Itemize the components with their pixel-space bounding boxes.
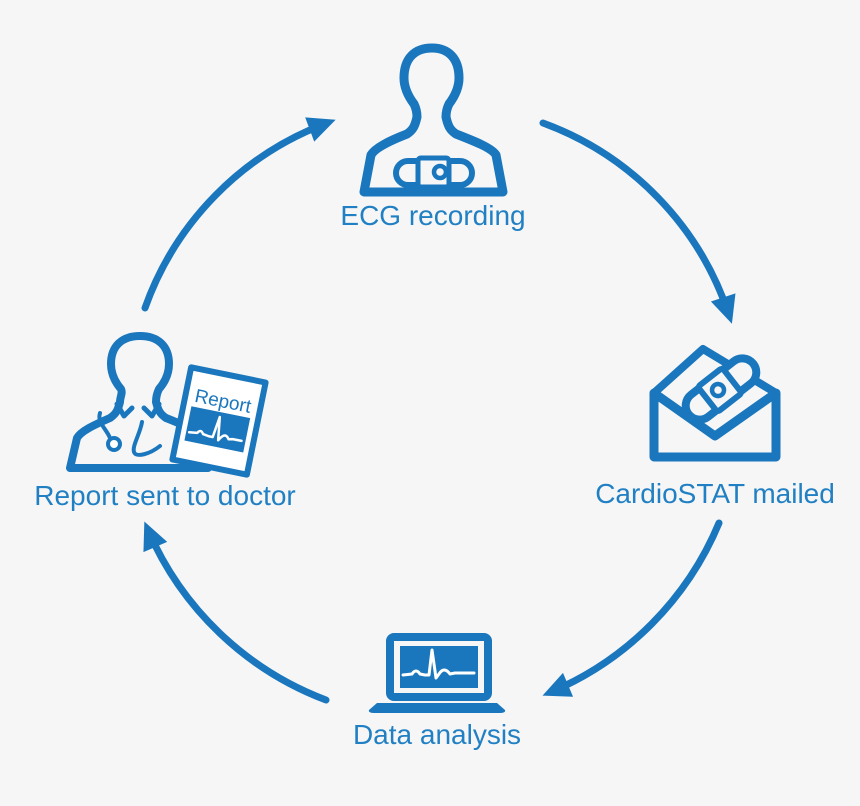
step-label: CardioSTAT mailed	[595, 478, 835, 509]
cardiostat-device-on-chest	[392, 155, 475, 190]
step-report-sent-to-doctor: Report Report sent to doctor	[34, 330, 296, 512]
arrow-ecg-to-mailed	[539, 119, 736, 324]
doctor-report-icon: Report	[66, 332, 269, 478]
step-label: ECG recording	[340, 200, 526, 231]
arrow-report-to-ecg	[141, 117, 336, 312]
ecg-trace	[187, 415, 243, 443]
step-label: Report sent to doctor	[34, 480, 296, 511]
ecg-trace	[401, 648, 476, 680]
step-label: Data analysis	[352, 719, 522, 750]
step-ecg-recording: ECG recording	[338, 42, 528, 232]
step-data-analysis: Data analysis	[347, 633, 527, 751]
envelope-device-icon	[649, 345, 781, 462]
arrow-analysis-to-report	[143, 521, 330, 704]
patient-ecg-device-icon	[359, 43, 507, 197]
coat-collar	[114, 401, 162, 419]
arrow-mailed-to-analysis	[542, 519, 723, 697]
laptop-ecg-icon	[368, 633, 506, 713]
report-document: Report	[169, 364, 269, 478]
step-cardiostat-mailed: CardioSTAT mailed	[595, 335, 835, 510]
stethoscope	[97, 411, 162, 457]
